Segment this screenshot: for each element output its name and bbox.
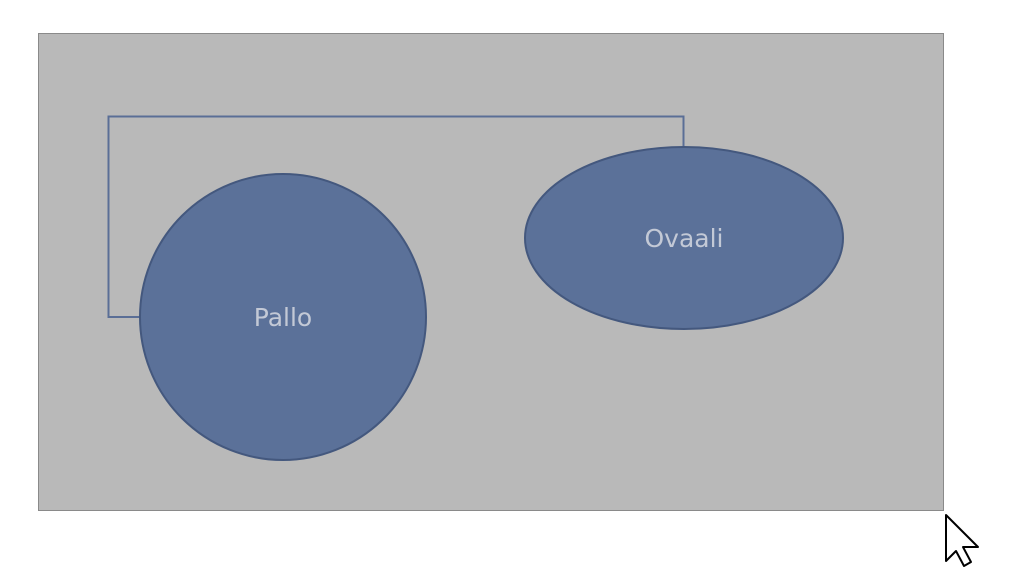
circle-label: Pallo [254,303,312,332]
mouse-pointer-icon [945,514,979,567]
oval-body[interactable] [524,146,844,330]
circle-body[interactable] [139,173,427,461]
elbow-connector[interactable] [107,115,685,318]
oval-shape[interactable]: Ovaali [524,146,844,330]
circle-shape[interactable]: Pallo [139,173,427,461]
oval-label: Ovaali [644,224,723,253]
